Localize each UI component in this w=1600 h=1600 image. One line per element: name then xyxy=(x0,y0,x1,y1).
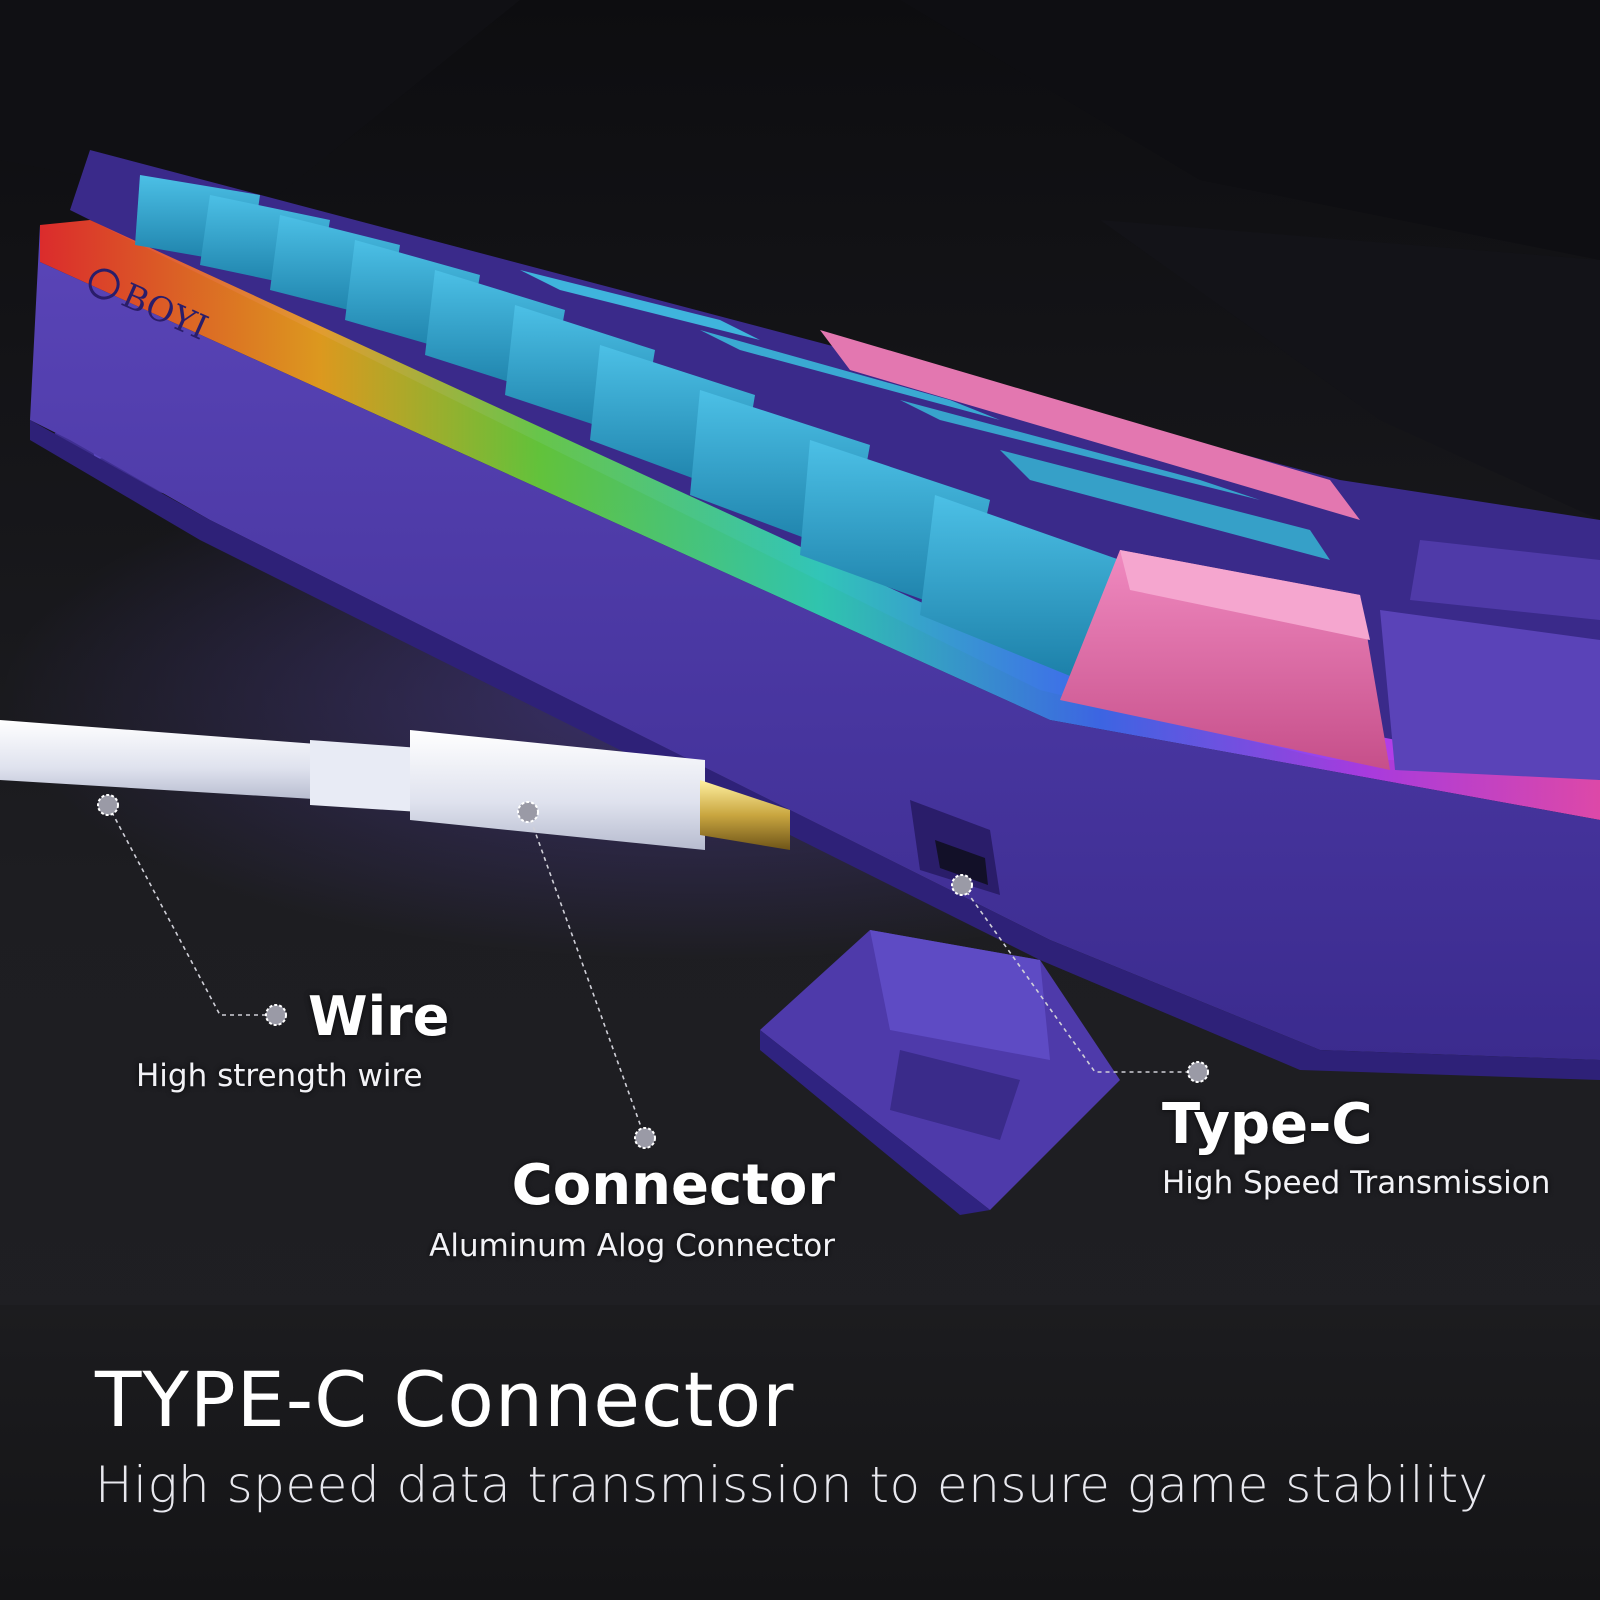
usb-cable xyxy=(0,720,790,850)
wire-title: Wire xyxy=(308,985,450,1048)
keycaps-purple xyxy=(1380,540,1600,780)
banner-tagline: High speed data transmission to ensure g… xyxy=(95,1456,1489,1514)
type-c-port xyxy=(910,800,1000,895)
keyboard-case-front xyxy=(30,225,1600,1060)
connector-subtitle: Aluminum Alog Connector xyxy=(429,1228,835,1264)
background-facet xyxy=(1100,220,1600,520)
banner-headline: TYPE-C Connector xyxy=(95,1355,795,1444)
typec-subtitle: High Speed Transmission xyxy=(1162,1165,1551,1201)
background-facet xyxy=(900,0,1600,260)
keycaps-pink-row xyxy=(820,330,1360,520)
wire-subtitle: High strength wire xyxy=(136,1058,423,1094)
wire-leader xyxy=(97,794,287,1026)
background-facet xyxy=(0,0,520,210)
typec-title: Type-C xyxy=(1162,1092,1373,1157)
caption-banner xyxy=(0,1305,1600,1600)
typec-leader xyxy=(951,874,1209,1083)
keycaps-blue xyxy=(135,175,1330,680)
connector-title: Connector xyxy=(511,1153,835,1218)
connector-leader xyxy=(517,801,656,1149)
front-foot xyxy=(760,930,1120,1215)
keycap-pink-large xyxy=(1060,550,1390,770)
